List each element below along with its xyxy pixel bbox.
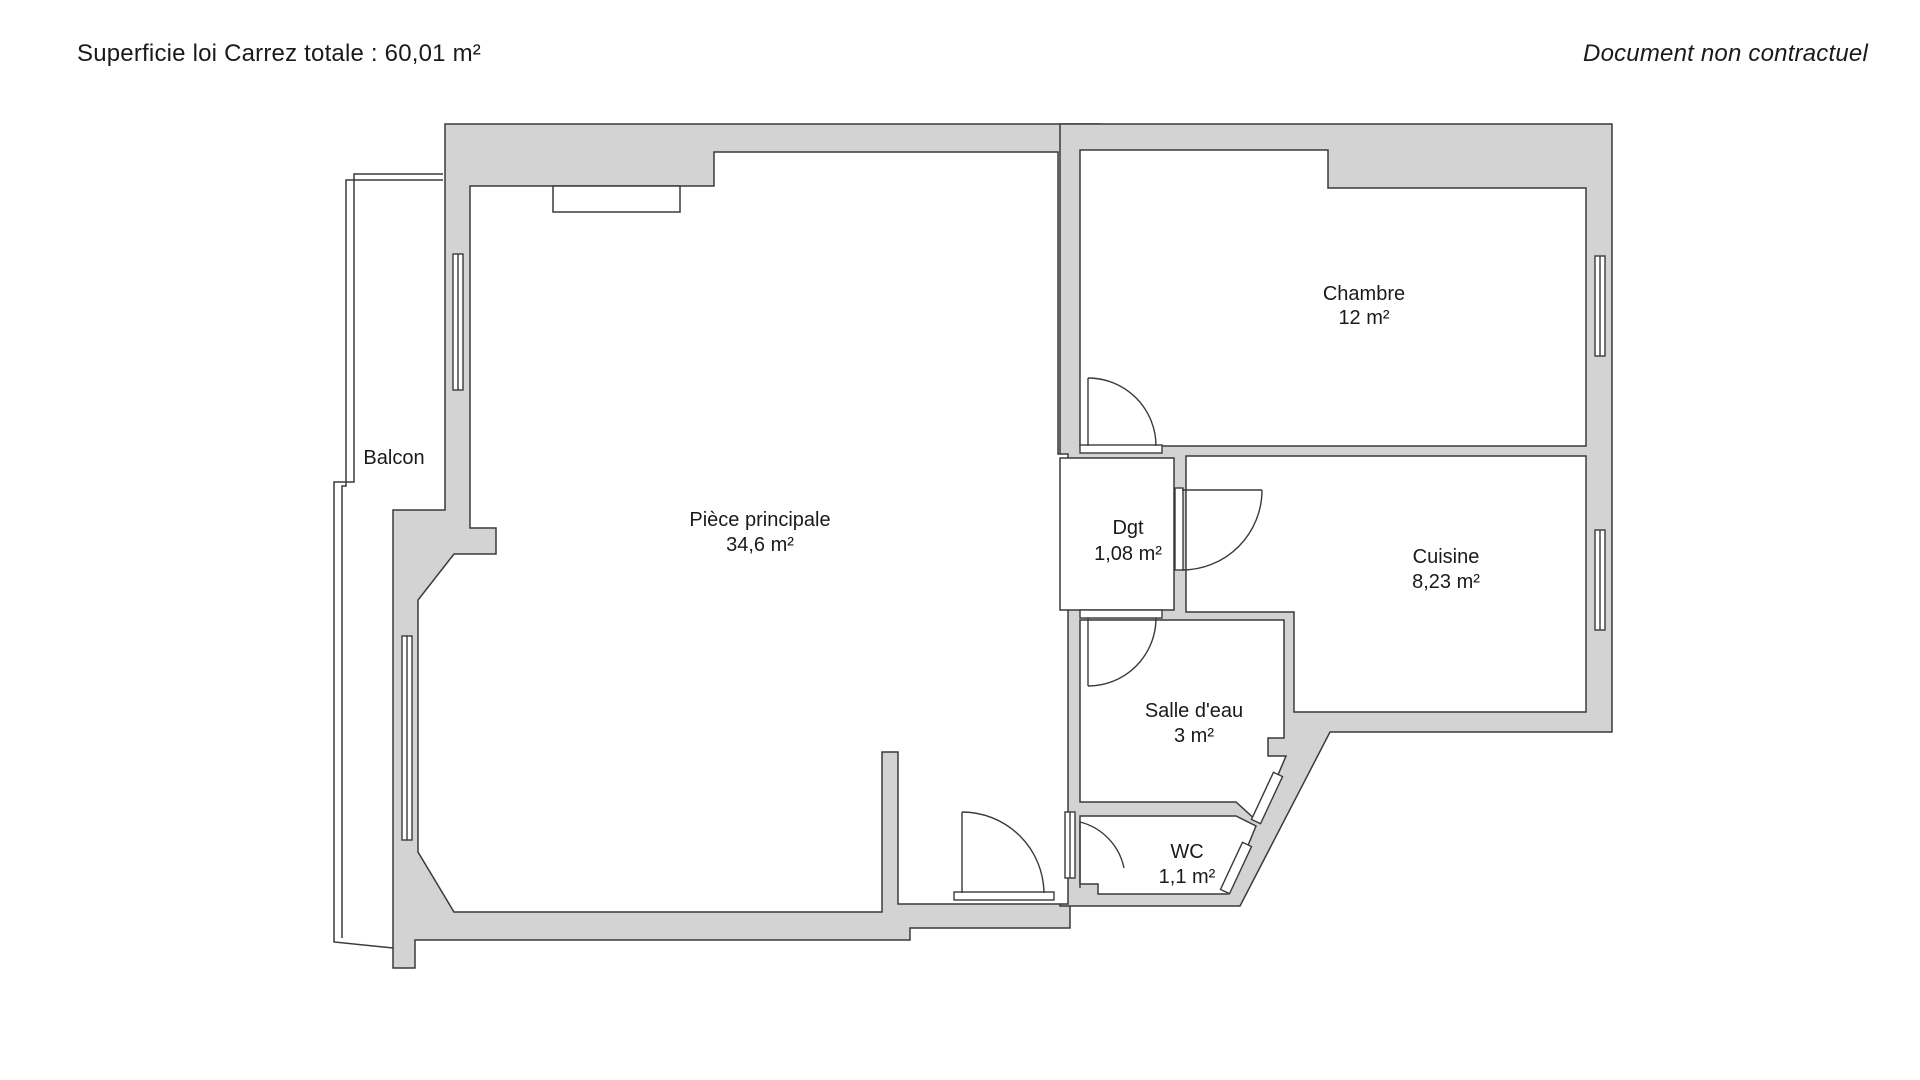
total-area-label: Superficie loi Carrez totale : 60,01 m² <box>77 40 481 67</box>
balcon-outline <box>333 173 443 949</box>
room-dgt <box>1059 457 1175 611</box>
windows <box>401 253 1606 895</box>
door-chambre-threshold <box>1079 444 1163 454</box>
label-salle-deau: Salle d'eau <box>1145 700 1243 722</box>
door-cuisine-arc <box>1181 489 1263 571</box>
door-entrance-threshold <box>953 891 1055 901</box>
room-cuisine <box>1185 455 1587 713</box>
room-piece-principale <box>417 151 1069 913</box>
area-piece-principale: 34,6 m² <box>726 534 794 556</box>
label-cuisine: Cuisine <box>1413 546 1480 568</box>
label-dgt: Dgt <box>1112 517 1144 539</box>
door-cuisine-threshold <box>1174 487 1184 571</box>
label-balcon: Balcon <box>363 447 424 469</box>
door-sde-arc <box>1087 617 1157 687</box>
door-sde-threshold <box>1079 609 1163 619</box>
area-chambre: 12 m² <box>1338 307 1389 329</box>
living-niche <box>552 185 681 213</box>
label-wc: WC <box>1170 841 1203 863</box>
area-wc: 1,1 m² <box>1159 866 1216 888</box>
room-wc <box>1079 815 1257 895</box>
balcon-outline-inner <box>341 179 443 938</box>
door-wc-arc <box>1079 821 1125 869</box>
area-dgt: 1,08 m² <box>1094 543 1162 565</box>
label-piece-principale: Pièce principale <box>689 509 830 531</box>
area-salle-deau: 3 m² <box>1174 725 1214 747</box>
doors <box>953 377 1263 901</box>
window-wc <box>1219 841 1253 895</box>
window-sde <box>1250 771 1284 825</box>
label-chambre: Chambre <box>1323 283 1405 305</box>
door-entrance-arc <box>961 811 1045 894</box>
area-cuisine: 8,23 m² <box>1412 571 1480 593</box>
room-labels: Pièce principale 34,6 m² Chambre 12 m² D… <box>363 283 1480 888</box>
disclaimer-label: Document non contractuel <box>1583 40 1868 67</box>
door-chambre-arc <box>1087 377 1157 447</box>
